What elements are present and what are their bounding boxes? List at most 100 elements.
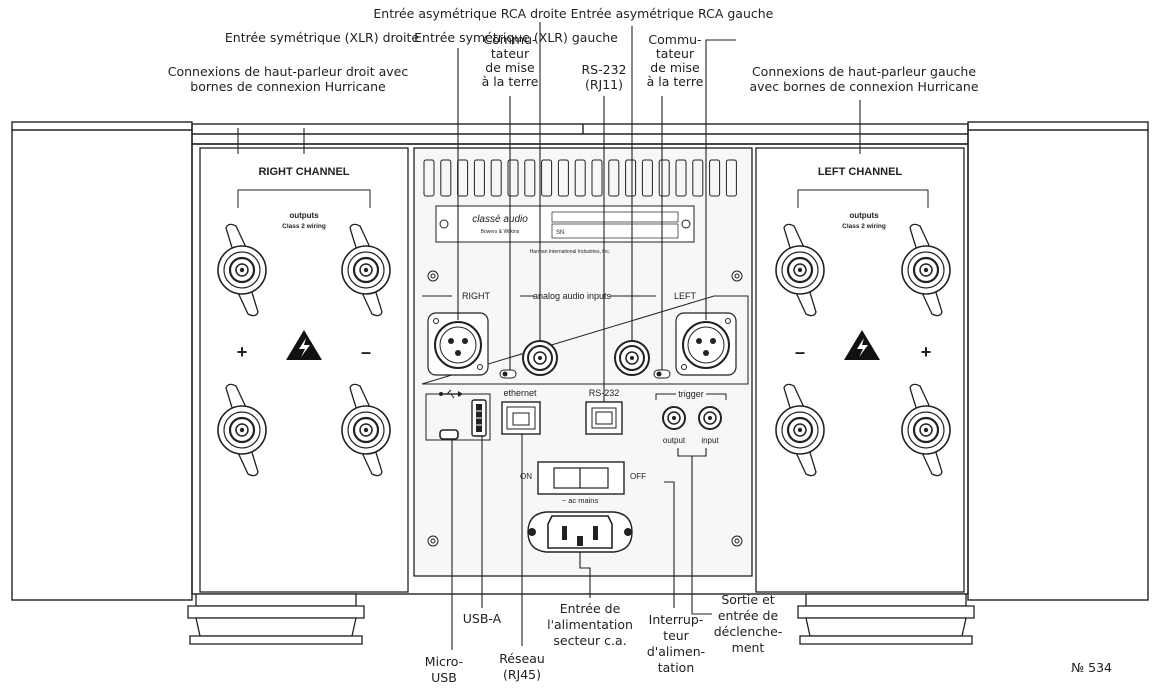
left-plus-sign: + xyxy=(921,342,932,362)
callout-line: teur xyxy=(663,628,690,643)
trigger-input-jack[interactable] xyxy=(698,406,722,430)
binding-post-part xyxy=(347,251,385,289)
binding-post-part xyxy=(239,267,245,273)
cooling-fins xyxy=(423,159,737,197)
callout-line: Entrée de xyxy=(560,601,621,616)
rs232-port[interactable] xyxy=(585,401,623,435)
binding-post-part xyxy=(228,256,256,284)
cooling-fin xyxy=(541,159,553,197)
right-class2-label: Class 2 wiring xyxy=(282,223,326,230)
leader-power-input xyxy=(579,552,591,598)
callout-line: bornes de connexion Hurricane xyxy=(190,79,386,94)
xlr-input-left[interactable] xyxy=(675,312,737,376)
cooling-fin xyxy=(440,159,452,197)
trigger-group: trigger output input xyxy=(655,389,727,445)
usb-icon xyxy=(439,389,463,399)
leader-power-switch xyxy=(664,481,675,608)
callout-rca-left: Entrée asymétrique RCA gauche xyxy=(571,6,774,21)
binding-post-part xyxy=(359,423,373,437)
binding-post-part xyxy=(239,427,245,433)
label-plate: classé audio Bowers & Wilkins SN Harman … xyxy=(435,205,695,255)
callout-line: tation xyxy=(658,660,695,675)
usb-a-port[interactable] xyxy=(471,399,487,437)
power-switch[interactable] xyxy=(537,461,625,495)
callout-line: Micro- xyxy=(425,654,463,669)
ground-switch-left[interactable] xyxy=(653,369,671,379)
callout-line: USB xyxy=(431,670,457,685)
left-foot xyxy=(187,593,365,645)
binding-post-part xyxy=(919,263,933,277)
leader-xlr-left xyxy=(705,39,736,320)
leader-lines xyxy=(237,22,861,650)
binding-post-part xyxy=(347,411,385,449)
binding-post-part xyxy=(786,416,814,444)
callout-network: Réseau(RJ45) xyxy=(499,651,545,682)
binding-post-part xyxy=(223,411,261,449)
binding-post-left-plus-top[interactable] xyxy=(901,223,951,317)
callout-line: (RJ11) xyxy=(585,77,623,92)
right-warning-icon xyxy=(286,330,322,360)
callout-line: entrée de xyxy=(718,608,779,623)
leader-trigger xyxy=(691,456,712,615)
binding-post-part xyxy=(912,416,940,444)
binding-post-right-plus-top[interactable] xyxy=(217,223,267,317)
callout-line: l'alimentation xyxy=(547,617,633,632)
chassis xyxy=(11,121,1149,601)
binding-post-part xyxy=(781,411,819,449)
left-side-plate xyxy=(11,121,193,601)
binding-post-part xyxy=(359,263,373,277)
binding-post-right-minus-bottom[interactable] xyxy=(341,383,391,477)
binding-post-part xyxy=(793,423,807,437)
callout-line: ment xyxy=(732,640,765,655)
left-channel-panel: LEFT CHANNEL outputs Class 2 wiring – + xyxy=(755,147,965,593)
rca-input-right[interactable] xyxy=(522,340,558,376)
callout-xlr-right: Entrée symétrique (XLR) droite xyxy=(225,30,420,45)
right-channel-label: RIGHT CHANNEL xyxy=(258,166,349,178)
binding-post-part xyxy=(235,263,249,277)
trigger-output-label: output xyxy=(663,436,686,445)
binding-post-part xyxy=(363,267,369,273)
callout-labels: Entrée asymétrique RCA droite Entrée asy… xyxy=(168,6,1112,685)
cooling-fin xyxy=(692,159,704,197)
binding-post-part xyxy=(912,256,940,284)
ac-mains-label: ~ ac mains xyxy=(562,496,599,505)
analog-left-label: LEFT xyxy=(674,291,697,301)
ground-switch-right[interactable] xyxy=(499,369,517,379)
analog-right-label: RIGHT xyxy=(462,291,491,301)
rca-input-left[interactable] xyxy=(614,340,650,376)
cooling-fin xyxy=(574,159,586,197)
binding-post-left-minus-bottom[interactable] xyxy=(775,383,825,477)
analog-inputs-group: RIGHT analog audio inputs LEFT xyxy=(421,291,749,385)
xlr-input-right[interactable] xyxy=(427,312,489,376)
binding-post-left-plus-bottom[interactable] xyxy=(901,383,951,477)
callout-usb-a: USB-A xyxy=(463,611,502,626)
screws xyxy=(427,270,743,547)
callout-micro-usb: Micro-USB xyxy=(425,654,463,685)
power-on-label: ON xyxy=(520,472,532,481)
right-channel-panel: RIGHT CHANNEL outputs Class 2 wiring + – xyxy=(199,147,409,593)
callout-line: secteur c.a. xyxy=(553,633,626,648)
ethernet-label: ethernet xyxy=(503,388,537,398)
ethernet-port[interactable] xyxy=(501,401,541,435)
callout-line: Connexions de haut-parleur gauche xyxy=(752,64,976,79)
callout-line: avec bornes de connexion Hurricane xyxy=(749,79,978,94)
manufacturer-text: Harman International Industries, Inc. xyxy=(530,249,611,255)
binding-post-part xyxy=(923,427,929,433)
binding-post-part xyxy=(363,427,369,433)
callout-rs232: RS-232(RJ11) xyxy=(582,62,627,92)
trigger-output-jack[interactable] xyxy=(662,406,686,430)
serial-label: SN xyxy=(556,230,564,236)
ac-power-inlet[interactable] xyxy=(527,511,633,553)
cooling-fin xyxy=(625,159,637,197)
binding-post-left-minus-top[interactable] xyxy=(775,223,825,317)
binding-post-right-plus-bottom[interactable] xyxy=(217,383,267,477)
binding-post-right-minus-top[interactable] xyxy=(341,223,391,317)
micro-usb-port[interactable] xyxy=(439,429,459,440)
cooling-fin xyxy=(675,159,687,197)
cooling-fin xyxy=(591,159,603,197)
